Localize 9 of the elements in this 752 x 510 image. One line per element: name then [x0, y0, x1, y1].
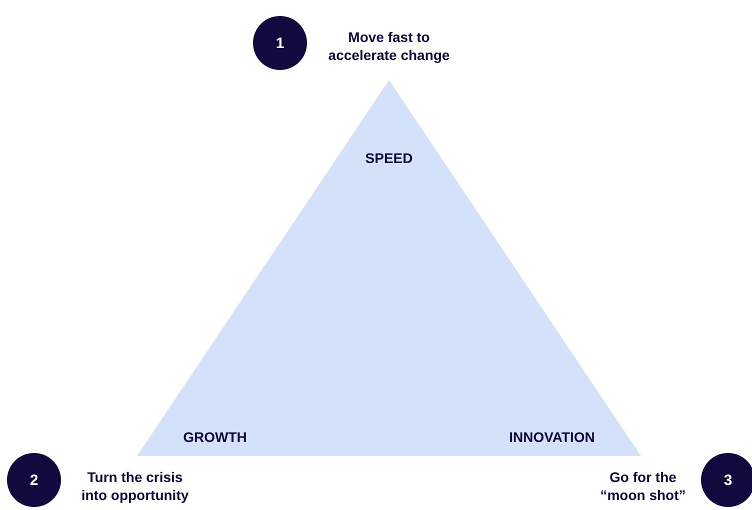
number-badge: 2: [7, 453, 61, 507]
number-badge: 1: [253, 16, 307, 70]
corner-label: SPEED: [365, 150, 413, 166]
caption-text: Turn the crisis into opportunity: [80, 468, 190, 504]
corner-label: GROWTH: [183, 429, 247, 445]
number-badge: 3: [701, 453, 752, 507]
caption-text: Go for the “moon shot”: [599, 468, 687, 504]
caption-text: Move fast to accelerate change: [327, 28, 451, 64]
corner-label: INNOVATION: [509, 429, 595, 445]
